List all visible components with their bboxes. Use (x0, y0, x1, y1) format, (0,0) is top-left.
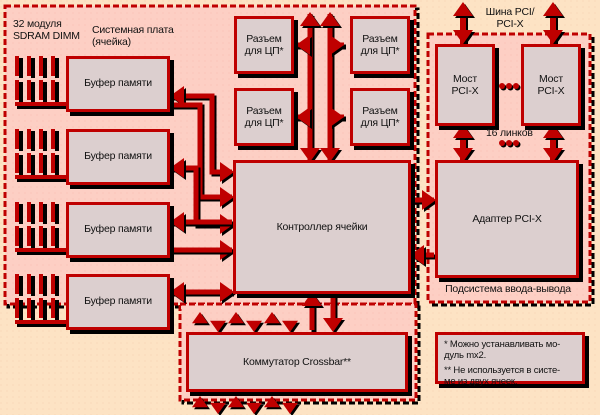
arrow-crossbar-bottom-3 (228, 396, 246, 410)
dimm-label: 32 модуля SDRAM DIMM (13, 18, 80, 42)
arrow-bus-left-down (300, 148, 322, 164)
arrow-pci-left-up (453, 2, 475, 18)
cpu-socket-4: Разъем для ЦП* (360, 105, 400, 129)
pci-x-bridge-2: Мост PCI-X (537, 73, 565, 97)
arrow-cpu-3 (296, 107, 312, 129)
arrow-crossbar-bottom-4 (246, 402, 264, 415)
arrow-ctrl-b1 (220, 162, 236, 184)
arrow-pci-right-up (543, 2, 565, 18)
arrow-crossbar-top-4 (246, 320, 264, 334)
arrow-bus-right-down (320, 148, 342, 164)
pci-x-adapter: Адаптер PCI-X (472, 213, 542, 225)
cell-region-title: Системная плата (ячейка) (92, 24, 174, 48)
memory-buffer-2: Буфер памяти (84, 150, 152, 162)
arrow-to-adapter (422, 190, 438, 212)
memory-buffer-box-2 (66, 129, 174, 189)
arrow-crossbar-top-1 (192, 312, 210, 326)
memory-buffer-3: Буфер памяти (84, 223, 152, 235)
footnote-2: ** Не используется в систе- ме из двух я… (444, 365, 561, 387)
footnotes-box (435, 332, 589, 388)
memory-buffer-4: Буфер памяти (84, 295, 152, 307)
cell-controller: Контроллер ячейки (276, 221, 368, 233)
pci-bus-label: Шина PCI/ PCI-X (485, 6, 535, 30)
arrow-cpu-2 (330, 35, 346, 57)
arrow-crossbar-top-5 (264, 312, 282, 326)
arrow-buffer3 (170, 212, 186, 234)
crossbar-switch: Коммутатор Crossbar** (243, 356, 351, 368)
cpu-socket-1: Разъем для ЦП* (244, 33, 284, 57)
arrow-pci-right-down (543, 30, 565, 46)
cpu-socket-2: Разъем для ЦП* (360, 33, 400, 57)
cpu-bus-left (307, 14, 315, 162)
arrow-bridge2-up (543, 124, 565, 140)
cpu-socket-box-1 (234, 16, 298, 78)
memory-buffer-box-1 (66, 56, 174, 116)
arrow-bus-left-up (300, 12, 322, 28)
arrow-crossbar-bottom-5 (264, 396, 282, 410)
arrow-to-controller (410, 245, 426, 267)
io-subsystem-title: Подсистема ввода-вывода (445, 283, 571, 295)
pci-x-bridge-1: Мост PCI-X (451, 73, 479, 97)
arrow-bridge1-up (453, 124, 475, 140)
dimm-group-1 (15, 56, 71, 109)
pci-x-bridge-box-2 (521, 44, 585, 130)
dimm-group-4 (15, 274, 71, 327)
dimm-group-2 (15, 129, 71, 182)
crossbar-box (186, 332, 412, 396)
cpu-socket-box-2 (350, 16, 414, 78)
arrow-crossbar-bottom-6 (282, 402, 300, 415)
cpu-socket-box-4 (350, 88, 414, 150)
wire-buffer1b-controller (172, 102, 234, 202)
cell-controller-box (233, 160, 415, 298)
cpu-socket-box-3 (234, 88, 298, 150)
wire-buffer3b-controller (172, 247, 234, 255)
arrow-ctrl-b4 (220, 282, 236, 304)
pci-x-bridge-box-1 (435, 44, 499, 130)
arrow-buffer2 (170, 158, 186, 180)
arrow-adapter2-down (543, 148, 565, 164)
arrow-ctrl-to-crossbar (323, 318, 345, 334)
arrow-bus-right-up (320, 12, 342, 28)
arrow-crossbar-bottom-2 (210, 402, 228, 415)
bridge-link-dots (499, 83, 521, 91)
dimm-group-3 (15, 202, 71, 255)
arrow-cpu-1 (296, 35, 312, 57)
cpu-socket-3: Разъем для ЦП* (244, 105, 284, 129)
memory-buffer-box-3 (66, 202, 174, 262)
footnote-1: * Можно устанавливать мо- дуль mx2. (444, 339, 561, 361)
links-label: 16 линков (486, 127, 533, 139)
arrow-pci-left-down (453, 30, 475, 46)
arrow-crossbar-top-2 (210, 320, 228, 334)
arrow-cpu-4 (330, 107, 346, 129)
links-dots (499, 140, 521, 148)
arrow-ctrl-b1b (220, 187, 236, 209)
pci-x-adapter-box (435, 160, 583, 282)
arrow-adapter1-down (453, 148, 475, 164)
arrow-crossbar-top-3 (228, 312, 246, 326)
arrow-crossbar-to-ctrl (302, 292, 324, 308)
memory-buffer-1: Буфер памяти (84, 77, 152, 89)
arrow-buffer4 (170, 282, 186, 304)
memory-buffer-box-4 (66, 274, 174, 334)
arrow-crossbar-bottom-1 (192, 396, 210, 410)
arrow-crossbar-top-6 (282, 320, 300, 334)
